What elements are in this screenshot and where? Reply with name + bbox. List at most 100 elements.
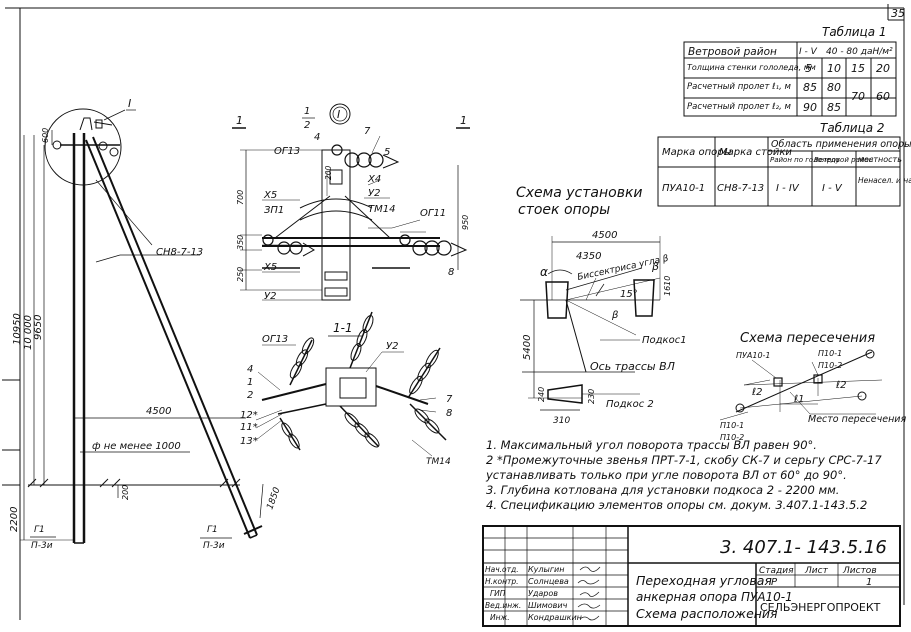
- t1-r2-c2: 10: [827, 62, 841, 75]
- stage-label: Стадия: [759, 566, 794, 576]
- dim-4350-scheme: 4350: [576, 251, 601, 262]
- section-1-1-title: 1-1: [333, 321, 353, 335]
- dim-350: 350: [236, 235, 245, 250]
- scheme-title-line1: Схема установки: [516, 185, 643, 201]
- dim-10000: 10 000: [23, 315, 34, 350]
- staff-role-4: Вед.инж.: [485, 601, 521, 610]
- dim-5400: 5400: [522, 335, 533, 360]
- t2-val2: СН8-7-13: [717, 183, 764, 194]
- t1-r2-c3: 15: [851, 62, 865, 75]
- cross-p10-2-top: П10-2: [818, 361, 842, 370]
- cross-l1: ℓ1: [794, 394, 805, 405]
- dim-230: 230: [587, 389, 596, 404]
- cross-l2-left: ℓ2: [752, 387, 763, 398]
- t1-r1-c2: 40 - 80 даН/м²: [826, 47, 893, 57]
- podkos1-label: Подкос1: [642, 335, 687, 346]
- cross-p10-1-bottom: П10-1: [720, 421, 744, 430]
- table-2-caption: Таблица 2: [820, 121, 885, 135]
- section-1-top-right: 1: [460, 114, 467, 127]
- beta-label: β: [651, 260, 659, 273]
- staff-role-3: ГИП: [490, 589, 506, 598]
- section-1-1-view: [255, 311, 447, 457]
- title-block: [482, 525, 901, 627]
- t1-r2-c0: Толщина стенки гололеда, мм: [687, 63, 816, 72]
- dim-10950: 10950: [12, 313, 23, 345]
- org-name: СЕЛЬЭНЕРГОПРОЕКТ: [760, 601, 881, 614]
- t1-r3-c4: 60: [876, 90, 890, 103]
- part-4-section: 4: [247, 364, 253, 375]
- dim-9650: 9650: [33, 315, 44, 340]
- dim-1610: 1610: [663, 276, 672, 296]
- y2-section: У2: [386, 341, 398, 352]
- g1-left: Г1: [34, 525, 45, 535]
- note-3: 3. Глубина котлована для установки подко…: [486, 483, 839, 497]
- t1-r2-c4: 20: [876, 62, 890, 75]
- t2-group: Область применения опоры: [771, 139, 911, 150]
- staff-role-2: Н.контр.: [485, 577, 519, 586]
- zp1-label: ЗП1: [264, 205, 284, 216]
- og13-top: ОГ13: [274, 146, 300, 157]
- cross-place: Место пересечения: [808, 414, 906, 425]
- dim-310: 310: [553, 416, 570, 426]
- og11-label: ОГ11: [420, 208, 446, 219]
- note-2b: устанавливать только при угле поворота В…: [485, 468, 847, 482]
- staff-name-3: Ударов: [528, 589, 558, 598]
- notes: 1. Максимальный угол поворота трассы ВЛ …: [485, 438, 882, 512]
- sheet-label: Лист: [804, 566, 829, 576]
- part-7-section: 7: [446, 394, 453, 405]
- table-1: Таблица 1 Ветровой район I - V 40 - 80 д…: [683, 25, 897, 117]
- t1-r3-c0: Расчетный пролет ℓ₁, м: [687, 82, 791, 92]
- part-2: 2: [304, 120, 310, 131]
- dim-4500-scheme: 4500: [592, 230, 617, 241]
- og13-section: ОГ13: [262, 334, 288, 345]
- x4-label: X4: [367, 174, 381, 185]
- t1-r3-c1: 85: [803, 81, 817, 94]
- part-2-section: 2: [247, 390, 253, 401]
- t2-sub3: местность: [858, 155, 902, 164]
- part-8-top: 8: [448, 267, 454, 278]
- t1-r4-c0: Расчетный пролет ℓ₂, м: [687, 102, 791, 112]
- note-2: 2 *Промежуточные звенья ПРТ-7-1, скобу С…: [486, 453, 882, 467]
- t2-col1: Марка опоры: [662, 147, 732, 158]
- cross-pua: ПУА10-1: [736, 351, 771, 360]
- node-ref-circle: I: [337, 108, 340, 121]
- stage-value: Р: [771, 577, 778, 588]
- note-4: 4. Спецификацию элементов опоры см. доку…: [486, 498, 867, 512]
- dim-200-left: 200: [121, 485, 130, 500]
- pole-elevation: [20, 108, 264, 544]
- signatures: [577, 566, 601, 621]
- title-line2: анкерная опора ПУА10-1: [636, 590, 793, 604]
- sheet-frame: [2, 4, 905, 620]
- note-1: 1. Максимальный угол поворота трассы ВЛ …: [486, 438, 817, 452]
- dim-250: 250: [236, 267, 245, 282]
- part-5: 5: [384, 147, 390, 158]
- part-12-section: 12*: [240, 410, 258, 421]
- support-mark-label: СН8-7-13: [156, 247, 203, 258]
- staff-name-1: Кулыгин: [528, 565, 564, 574]
- t2-col2: Марка стойки: [719, 147, 792, 158]
- title-line1: Переходная угловая: [636, 573, 772, 588]
- sheets-label: Листов: [842, 566, 877, 576]
- phi-note: ф не менее 1000: [92, 441, 181, 452]
- part-1-section: 1: [247, 377, 253, 388]
- staff-name-5: Кондрашкин: [528, 613, 582, 622]
- p3i-right: П-3и: [203, 541, 225, 551]
- cross-title: Схема пересечения: [740, 331, 875, 346]
- t1-r4-c2: 85: [827, 101, 841, 114]
- t1-r1-c0: Ветровой район: [688, 46, 777, 58]
- dim-2200: 2200: [9, 507, 20, 532]
- x5-label: X5: [263, 190, 277, 201]
- y2-top: У2: [368, 188, 380, 199]
- beta-small-label: β: [611, 310, 619, 321]
- sheets-value: 1: [866, 577, 872, 588]
- doc-number: 3. 407.1- 143.5.16: [720, 537, 887, 558]
- scheme-title-line2: стоек опоры: [518, 202, 610, 218]
- dim-1850: 1850: [265, 486, 282, 511]
- installation-scheme: [520, 236, 661, 411]
- dim-240: 240: [537, 387, 546, 402]
- t2-val1: ПУА10-1: [662, 183, 705, 194]
- part-11-section: 11*: [240, 422, 258, 433]
- part-4: 4: [314, 132, 320, 143]
